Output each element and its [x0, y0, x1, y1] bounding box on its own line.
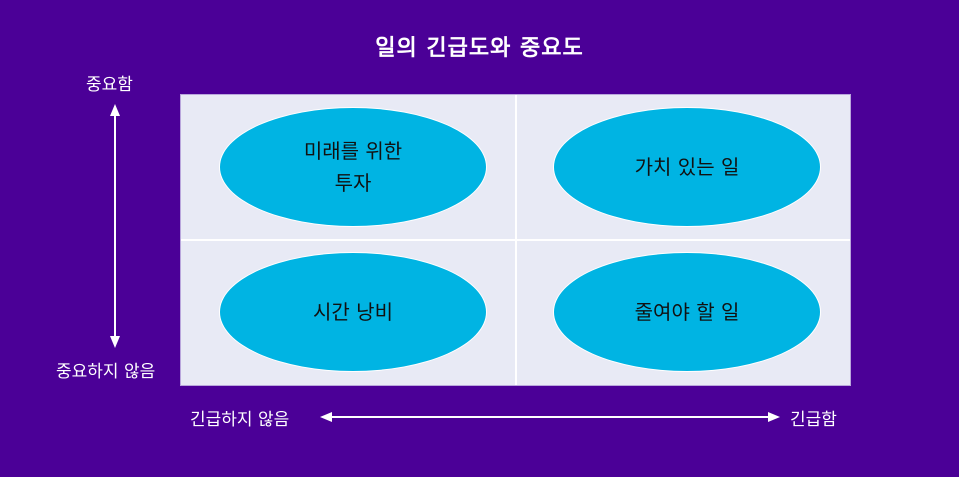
vertical-double-arrow-icon [110, 104, 120, 348]
quadrant-bottom-right: 줄여야 할 일 [553, 252, 821, 372]
y-axis-top-label: 중요함 [86, 75, 133, 95]
diagram-title: 일의 긴급도와 중요도 [375, 36, 584, 61]
quadrant-top-right: 가치 있는 일 [553, 107, 821, 227]
quadrant-label-important-not-urgent: 미래를 위한 투자 [219, 107, 487, 227]
quadrant-top-left: 미래를 위한 투자 [219, 107, 487, 227]
quadrant-label-not-important-urgent: 줄여야 할 일 [553, 252, 821, 372]
horizontal-divider [181, 239, 850, 241]
y-axis-bottom-label: 중요하지 않음 [56, 362, 156, 382]
x-axis-left-label: 긴급하지 않음 [190, 410, 290, 430]
quadrant-label-important-urgent: 가치 있는 일 [553, 107, 821, 227]
quadrant-grid: 미래를 위한 투자 가치 있는 일 시간 낭비 줄여야 할 일 [181, 95, 850, 385]
horizontal-double-arrow-icon [320, 412, 780, 422]
quadrant-bottom-left: 시간 낭비 [219, 252, 487, 372]
x-axis-right-label: 긴급함 [790, 410, 837, 430]
quadrant-label-not-important-not-urgent: 시간 낭비 [219, 252, 487, 372]
